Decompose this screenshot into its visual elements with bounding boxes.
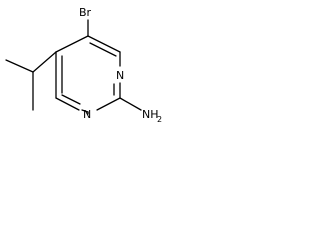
amine-label: NH	[142, 108, 159, 121]
nitrogen-top-label: N	[116, 69, 124, 82]
bond-c4-n3-inner	[61, 94, 81, 105]
bromine-label: Br	[79, 6, 92, 19]
bond-c5-c6-inner	[89, 42, 117, 57]
bond-n3-c4	[81, 109, 89, 113]
bond-c4-n3	[55, 97, 80, 111]
bond-c2-nh2	[119, 97, 142, 111]
bond-c5-ring	[55, 35, 89, 53]
nitrogen-bottom-label: N	[83, 108, 91, 121]
bond-c4-ch	[32, 51, 57, 73]
bond-c5-c6	[87, 35, 121, 53]
pyrimidine-ring	[55, 35, 121, 115]
chemical-structure-diagram: Br N N NH 2	[5, 6, 162, 124]
isopropyl-group	[5, 51, 57, 111]
amine-subscript: 2	[157, 115, 162, 124]
bond-ch-methyl-left	[5, 59, 34, 73]
bond-c2-n3	[96, 97, 121, 111]
